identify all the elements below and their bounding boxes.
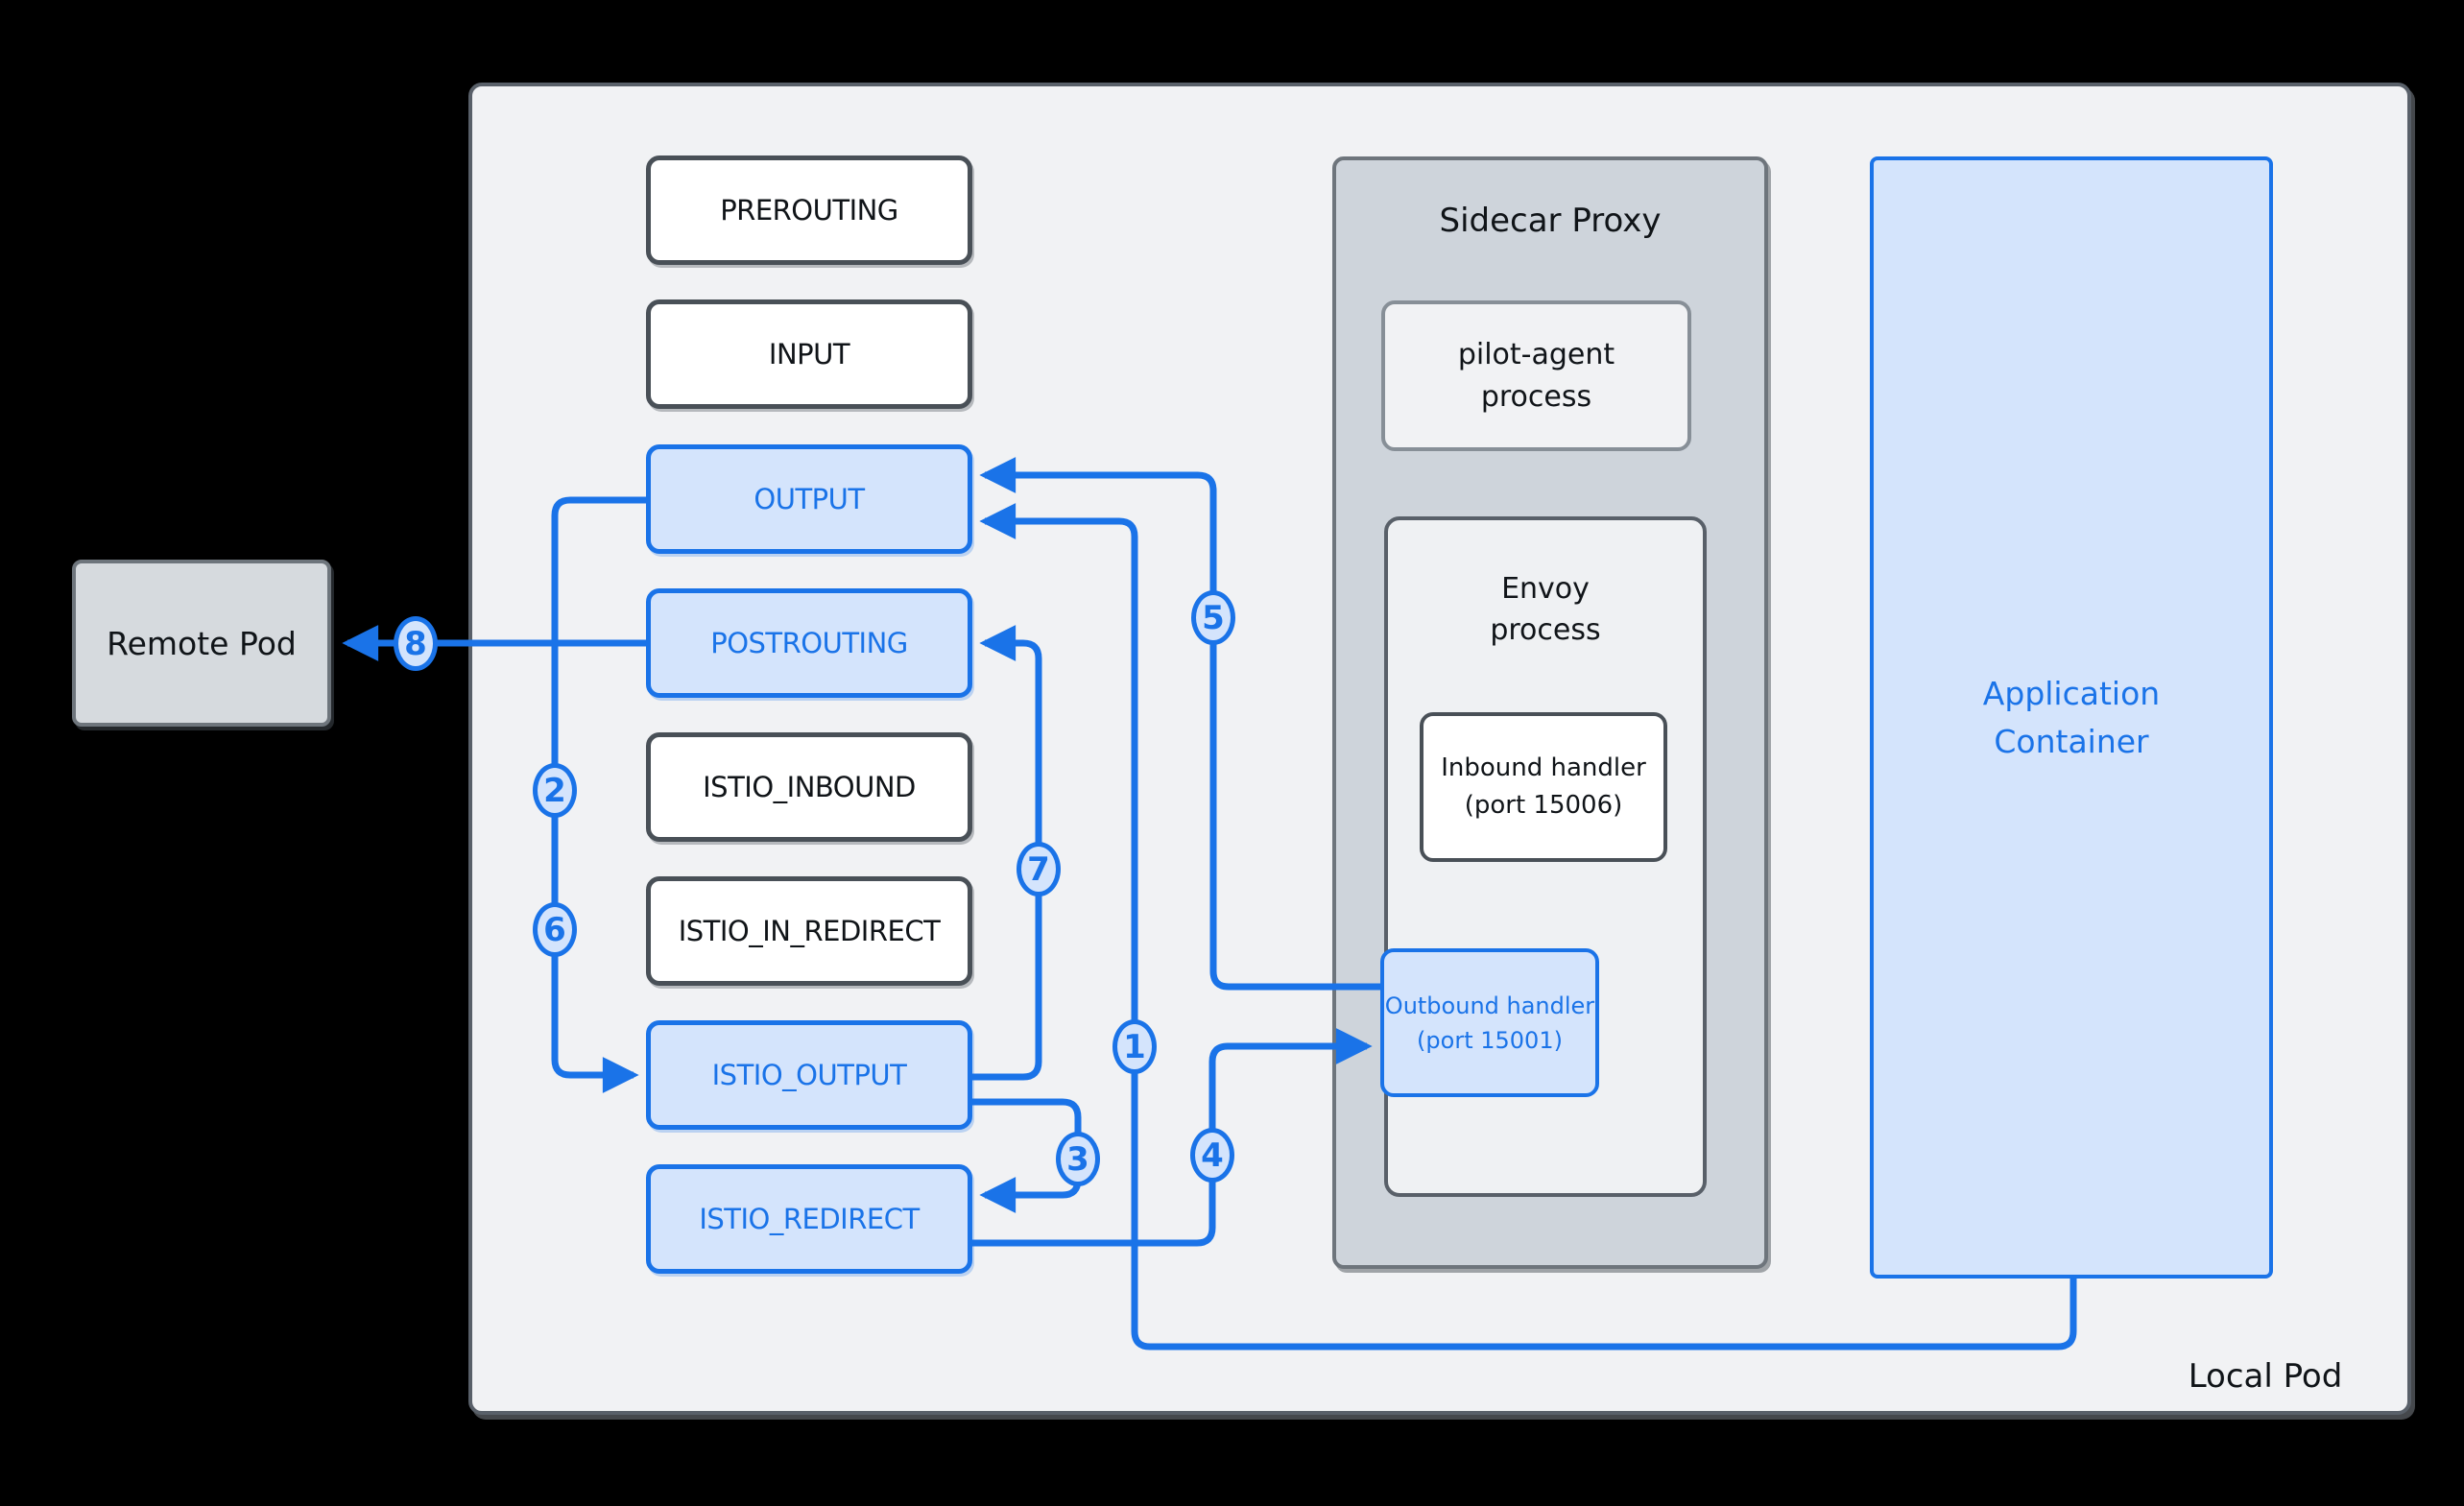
step-8-badge: 8 [394,616,438,671]
chain-box-istio-inbound: ISTIO_INBOUND [646,732,972,842]
step-4-badge: 4 [1190,1128,1234,1183]
pilot-agent-label-line1: pilot-agent [1457,338,1615,371]
step-6-badge: 6 [533,902,577,957]
remote-pod-box: Remote Pod [72,560,331,727]
chain-box-istio-in-redirect: ISTIO_IN_REDIRECT [646,876,972,986]
outbound-handler-line2: (port 15001) [1417,1026,1563,1054]
inbound-handler-line1: Inbound handler [1441,753,1646,782]
step-7-badge: 7 [1017,842,1061,896]
chain-box-istio-output: ISTIO_OUTPUT [646,1020,972,1130]
pilot-agent-label-line2: process [1480,379,1592,414]
inbound-handler-box: Inbound handler (port 15006) [1420,712,1667,862]
inbound-handler-line2: (port 15006) [1464,791,1623,820]
sidecar-proxy-title: Sidecar Proxy [1439,202,1662,240]
envoy-title-line2: process [1490,613,1601,647]
chain-box-postrouting: POSTROUTING [646,588,972,698]
envoy-process-title: Envoy process [1384,562,1707,657]
chain-box-input: INPUT [646,299,972,409]
step-1-badge: 1 [1112,1019,1157,1074]
application-container-box: Application Container [1870,156,2273,1279]
application-container-line1: Application [1982,675,2161,712]
application-container-line2: Container [1994,722,2149,760]
local-pod-label: Local Pod [2188,1357,2343,1396]
outbound-handler-line1: Outbound handler [1384,992,1595,1019]
chain-box-istio-redirect: ISTIO_REDIRECT [646,1164,972,1274]
step-3-badge: 3 [1056,1132,1100,1186]
step-2-badge: 2 [533,763,577,818]
step-5-badge: 5 [1191,590,1235,645]
envoy-title-line1: Envoy [1501,571,1590,606]
pilot-agent-box: pilot-agent process [1381,300,1691,451]
outbound-handler-box: Outbound handler (port 15001) [1380,948,1599,1097]
chain-box-output: OUTPUT [646,444,972,554]
chain-box-prerouting: PREROUTING [646,155,972,265]
remote-pod-label: Remote Pod [107,624,297,662]
